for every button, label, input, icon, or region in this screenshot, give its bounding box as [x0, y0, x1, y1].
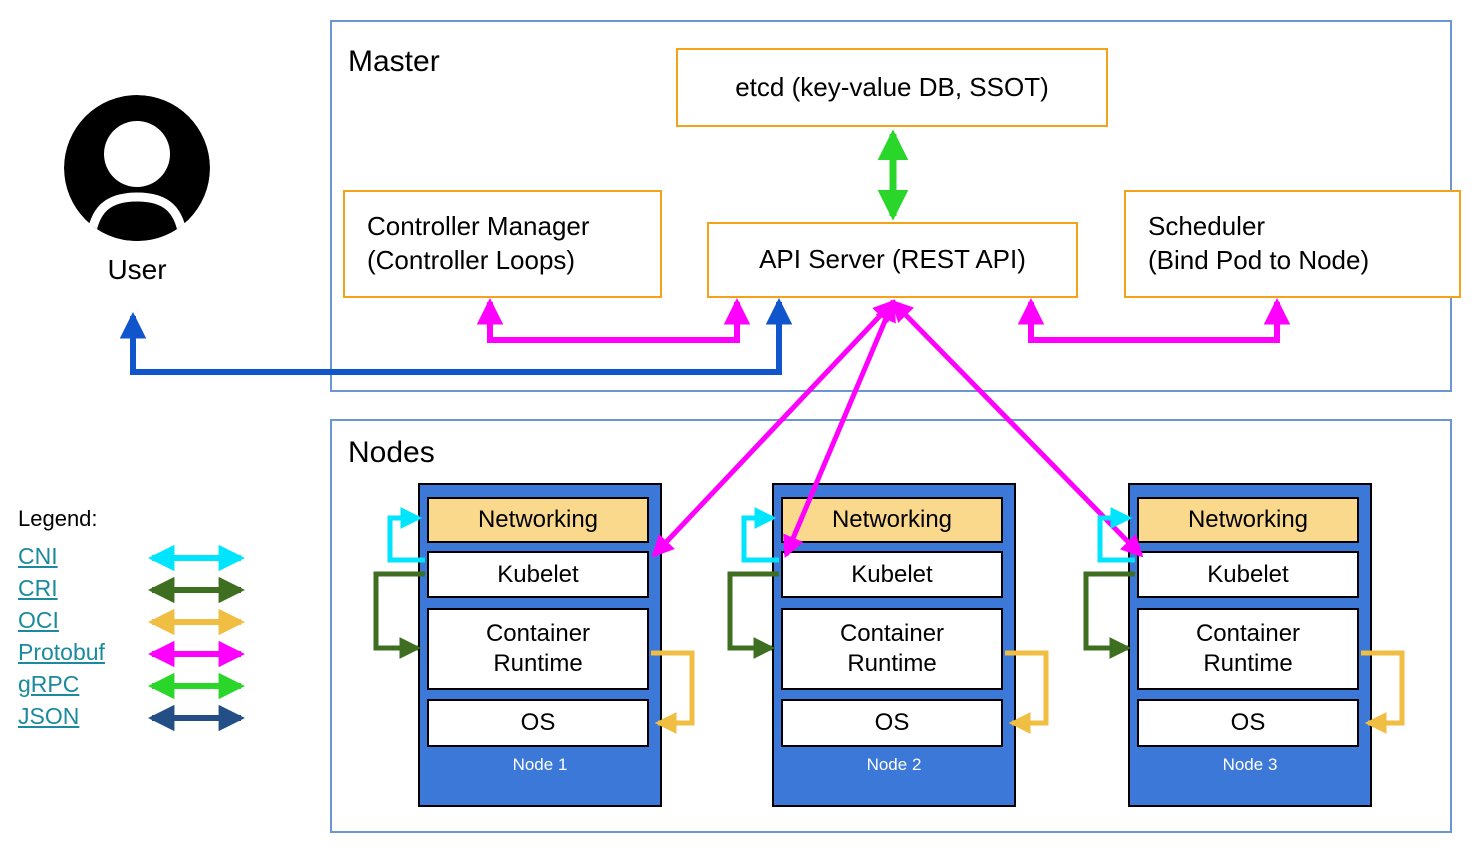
node-3-networking-box: Networking	[1137, 497, 1359, 543]
os-label: OS	[1230, 709, 1266, 736]
nodes-panel-title: Nodes	[348, 436, 435, 469]
kubelet-label: Kubelet	[851, 560, 933, 588]
kubelet-label: Kubelet	[1207, 560, 1289, 588]
legend-link-json[interactable]: JSON	[18, 703, 80, 729]
node-2-label: Node 2	[866, 755, 922, 774]
node-1-kubelet-box: Kubelet	[427, 551, 649, 598]
scheduler-label-line1: Scheduler	[1148, 211, 1266, 242]
node-1-label: Node 1	[512, 755, 568, 774]
node-2-networking-box: Networking	[781, 497, 1003, 543]
node-2-os-box: OS	[781, 699, 1003, 747]
kubelet-label: Kubelet	[497, 560, 579, 588]
container-runtime-label: Container Runtime	[1195, 620, 1301, 677]
node-3-os-box: OS	[1137, 699, 1359, 747]
legend-link-oci[interactable]: OCI	[18, 607, 59, 633]
networking-label: Networking	[477, 506, 599, 533]
container-runtime-label: Container Runtime	[485, 620, 591, 677]
controller-manager-box: Controller Manager (Controller Loops)	[343, 190, 662, 298]
api-server-label: API Server (REST API)	[759, 244, 1026, 275]
api-server-box: API Server (REST API)	[707, 222, 1078, 298]
node-1-networking-box: Networking	[427, 497, 649, 543]
legend-link-grpc[interactable]: gRPC	[18, 671, 80, 697]
node-2: Networking Kubelet Container Runtime OS …	[772, 483, 1016, 807]
container-runtime-label: Container Runtime	[839, 620, 945, 677]
networking-label: Networking	[831, 506, 953, 533]
node-1-container-runtime-box: Container Runtime	[427, 608, 649, 690]
node-3: Networking Kubelet Container Runtime OS …	[1128, 483, 1372, 807]
node-3-container-runtime-box: Container Runtime	[1137, 608, 1359, 690]
user-icon	[64, 95, 210, 241]
node-3-kubelet-box: Kubelet	[1137, 551, 1359, 598]
legend-link-cni[interactable]: CNI	[18, 543, 58, 569]
scheduler-label-line2: (Bind Pod to Node)	[1148, 245, 1370, 275]
controller-manager-label-line2: (Controller Loops)	[367, 245, 576, 275]
node-2-kubelet-box: Kubelet	[781, 551, 1003, 598]
node-2-container-runtime-box: Container Runtime	[781, 608, 1003, 690]
node-1-os-box: OS	[427, 699, 649, 747]
legend-title: Legend:	[18, 506, 98, 531]
node-3-label: Node 3	[1222, 755, 1278, 774]
scheduler-box: Scheduler (Bind Pod to Node)	[1124, 190, 1461, 298]
os-label: OS	[874, 709, 910, 736]
etcd-box: etcd (key-value DB, SSOT)	[676, 48, 1108, 127]
user-label: User	[107, 254, 167, 285]
legend-link-protobuf[interactable]: Protobuf	[18, 639, 105, 665]
etcd-label: etcd (key-value DB, SSOT)	[735, 71, 1049, 102]
controller-manager-label-line1: Controller Manager	[367, 211, 590, 242]
master-panel-title: Master	[348, 45, 440, 78]
node-1: Networking Kubelet Container Runtime OS …	[418, 483, 662, 807]
networking-label: Networking	[1187, 506, 1309, 533]
os-label: OS	[520, 709, 556, 736]
legend-link-cri[interactable]: CRI	[18, 575, 58, 601]
